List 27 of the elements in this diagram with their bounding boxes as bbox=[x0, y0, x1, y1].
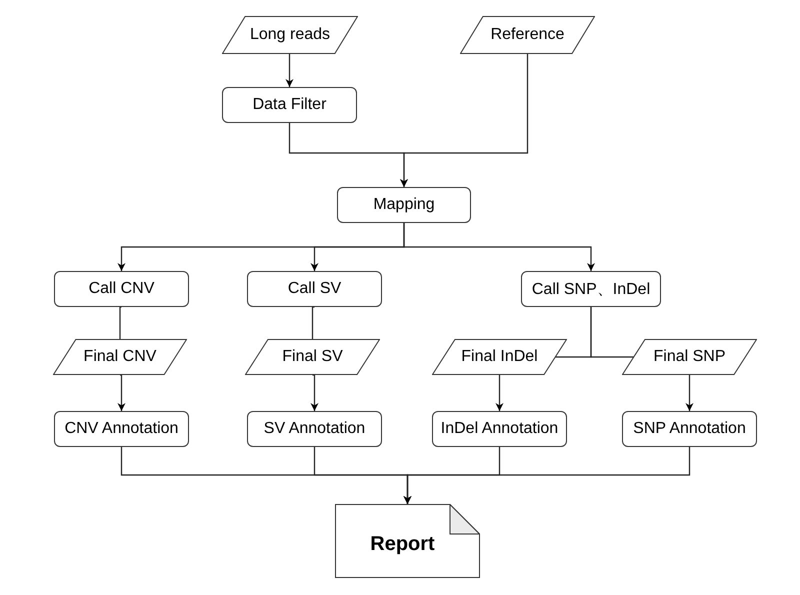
data-parallelogram: Final SNP bbox=[622, 339, 757, 375]
process-box: Call CNV bbox=[54, 271, 189, 307]
connector-arrow bbox=[403, 223, 595, 271]
connector-arrow bbox=[496, 375, 504, 411]
data-parallelogram: Reference bbox=[460, 16, 595, 54]
connector-arrow bbox=[310, 374, 318, 411]
data-parallelogram: Final CNV bbox=[53, 339, 187, 375]
process-box: CNV Annotation bbox=[54, 411, 189, 447]
process-box: Data Filter bbox=[222, 87, 357, 123]
connector-arrow bbox=[400, 54, 528, 187]
data-parallelogram: Final InDel bbox=[432, 339, 567, 375]
connector-arrow bbox=[686, 375, 694, 411]
connector-arrow bbox=[286, 53, 294, 87]
process-box: Call SV bbox=[247, 271, 382, 307]
process-box: SNP Annotation bbox=[622, 411, 757, 447]
connector-line bbox=[590, 307, 634, 358]
process-box: InDel Annotation bbox=[432, 411, 567, 447]
connector-arrow bbox=[404, 447, 690, 504]
connector-line bbox=[119, 306, 122, 339]
connector-line bbox=[312, 306, 314, 339]
process-box: Mapping bbox=[337, 187, 471, 223]
data-parallelogram: Final SV bbox=[245, 339, 380, 375]
process-box: Call SNP、InDel bbox=[521, 271, 661, 307]
connector-arrow bbox=[118, 374, 126, 411]
document-shape: Report bbox=[335, 504, 480, 578]
data-parallelogram: Long reads bbox=[222, 16, 358, 54]
process-box: SV Annotation bbox=[247, 411, 382, 447]
